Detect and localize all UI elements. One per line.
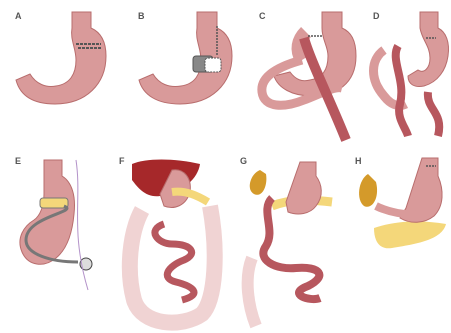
gallbladder (359, 174, 377, 207)
gallbladder (250, 170, 267, 195)
panel-d-diagram (360, 0, 451, 166)
panel-e-diagram (0, 150, 112, 333)
panel-d: D (360, 0, 451, 166)
panel-c-diagram (250, 0, 362, 166)
panel-a-diagram (0, 0, 112, 166)
panel-g-diagram (236, 150, 354, 333)
gastric-band (40, 198, 68, 208)
panel-a: A (0, 0, 112, 166)
nerve-line (76, 160, 88, 290)
stomach-shape (16, 12, 106, 104)
stomach-shape (286, 162, 321, 214)
panel-c: C (250, 0, 362, 166)
large-intestine (248, 258, 256, 326)
panel-b: B (125, 0, 237, 166)
panel-g: G (236, 150, 348, 316)
stomach-shape (274, 12, 356, 96)
panel-h-diagram (352, 150, 451, 333)
panel-f: F (112, 150, 224, 316)
stomach-shape (408, 12, 449, 87)
panel-e: E (0, 150, 112, 316)
panel-h: H (352, 150, 451, 316)
small-intestine-limb (396, 46, 408, 136)
band-reservoir (205, 58, 221, 72)
panel-f-diagram (112, 150, 236, 333)
small-intestine (155, 224, 194, 300)
small-intestine-limb (428, 92, 439, 136)
panel-b-diagram (125, 0, 237, 166)
pancreas (374, 221, 446, 248)
